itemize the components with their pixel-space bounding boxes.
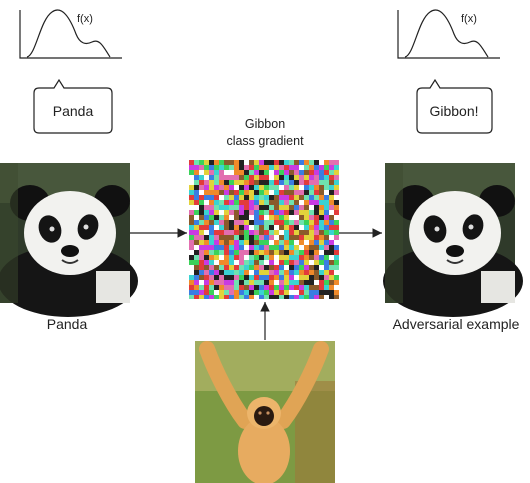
gradient-noise-image xyxy=(189,160,339,299)
right-plot-function-label: f(x) xyxy=(461,13,477,25)
right-bubble-outline xyxy=(416,78,493,134)
right-bubble-text: Gibbon! xyxy=(429,103,478,119)
right-speech-bubble: Gibbon! xyxy=(416,78,493,134)
caption-adversarial-example: Adversarial example xyxy=(393,316,520,332)
noise-cells xyxy=(189,160,339,299)
gradient-title-line2: class gradient xyxy=(226,134,304,148)
panda-image-right xyxy=(382,162,524,318)
gibbon-image xyxy=(195,341,335,483)
right-plot-curve xyxy=(404,9,489,58)
right-plot-axes xyxy=(397,10,500,59)
caption-panda: Panda xyxy=(47,316,88,332)
left-plot-curve xyxy=(26,9,111,58)
left-plot-axes xyxy=(19,10,122,59)
left-function-plot: f(x) xyxy=(19,9,122,59)
panda-image-left xyxy=(0,162,139,318)
left-plot-function-label: f(x) xyxy=(77,13,93,25)
right-function-plot: f(x) xyxy=(397,9,500,59)
gradient-title-line1: Gibbon xyxy=(245,117,285,131)
left-bubble-text: Panda xyxy=(53,103,94,119)
left-speech-bubble: Panda xyxy=(33,78,113,134)
left-bubble-outline xyxy=(33,78,113,134)
